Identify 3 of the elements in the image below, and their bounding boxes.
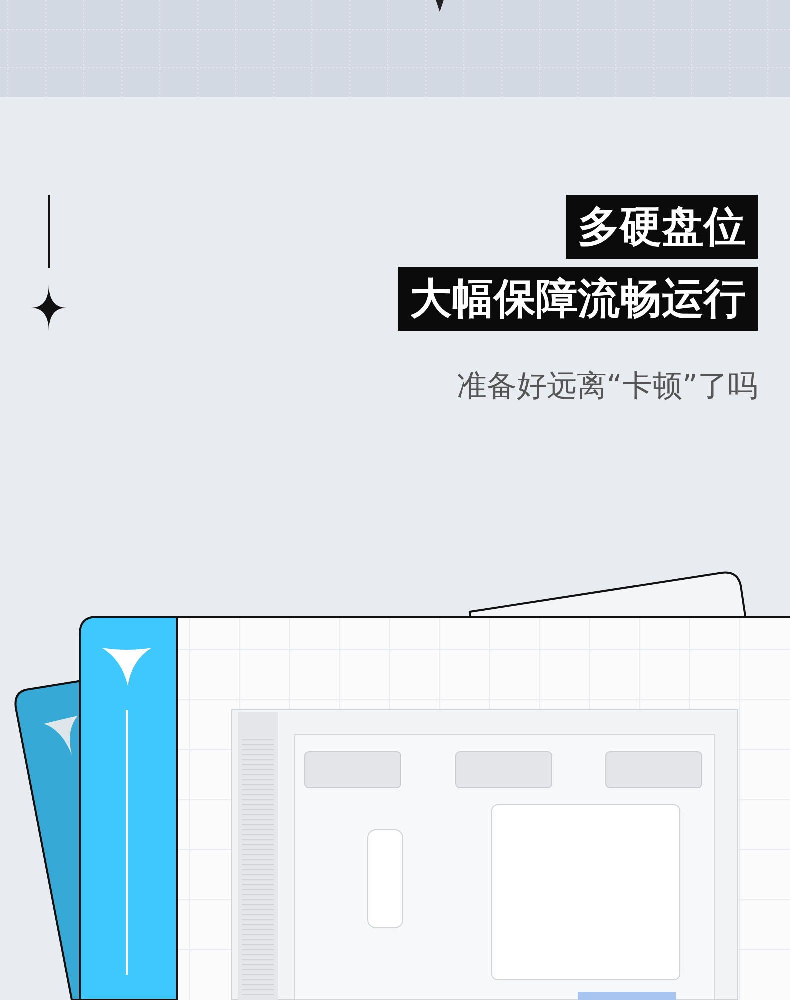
headline-tag: 大幅保障流畅运行 [398, 267, 758, 331]
headline-tag: 多硬盘位 [566, 195, 758, 259]
subtitle: 准备好远离“卡顿”了吗 [456, 368, 758, 406]
